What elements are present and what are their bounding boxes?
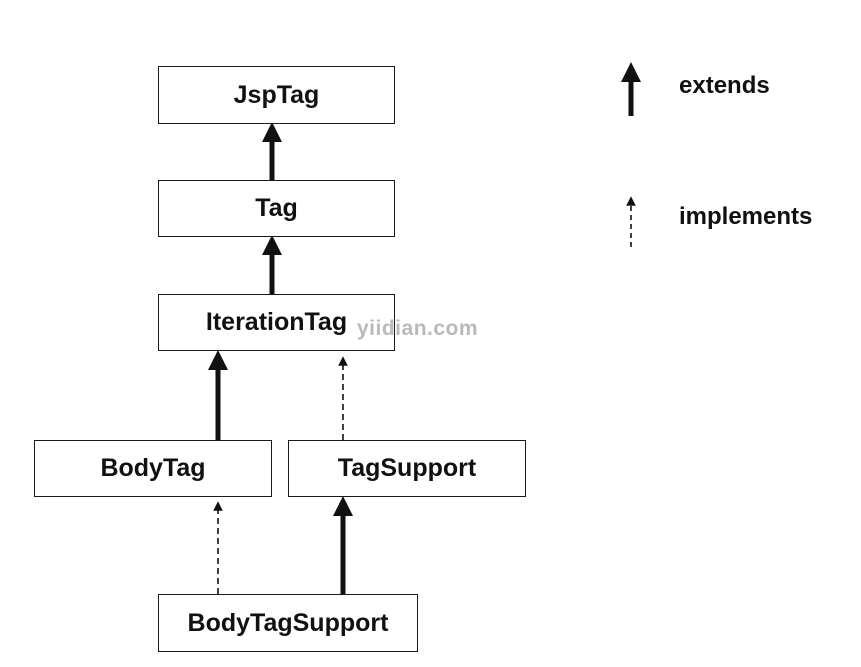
node-bodytag-label: BodyTag (100, 454, 206, 482)
node-bodytagsupport: BodyTagSupport (158, 594, 418, 652)
node-tag: Tag (158, 180, 395, 237)
node-jsptag-label: JspTag (233, 80, 320, 109)
node-tagsupport: TagSupport (288, 440, 526, 497)
node-tag-label: Tag (255, 194, 298, 222)
node-tagsupport-label: TagSupport (337, 454, 477, 482)
node-iterationtag: IterationTag (158, 294, 395, 351)
node-bodytag: BodyTag (34, 440, 272, 497)
node-jsptag: JspTag (158, 66, 395, 124)
node-iterationtag-label: IterationTag (205, 308, 348, 336)
node-bodytagsupport-label: BodyTagSupport (187, 608, 389, 637)
watermark: yiidian.com (357, 317, 479, 340)
legend-implements-label: implements (679, 203, 813, 230)
legend-extends-label: extends (679, 72, 770, 99)
